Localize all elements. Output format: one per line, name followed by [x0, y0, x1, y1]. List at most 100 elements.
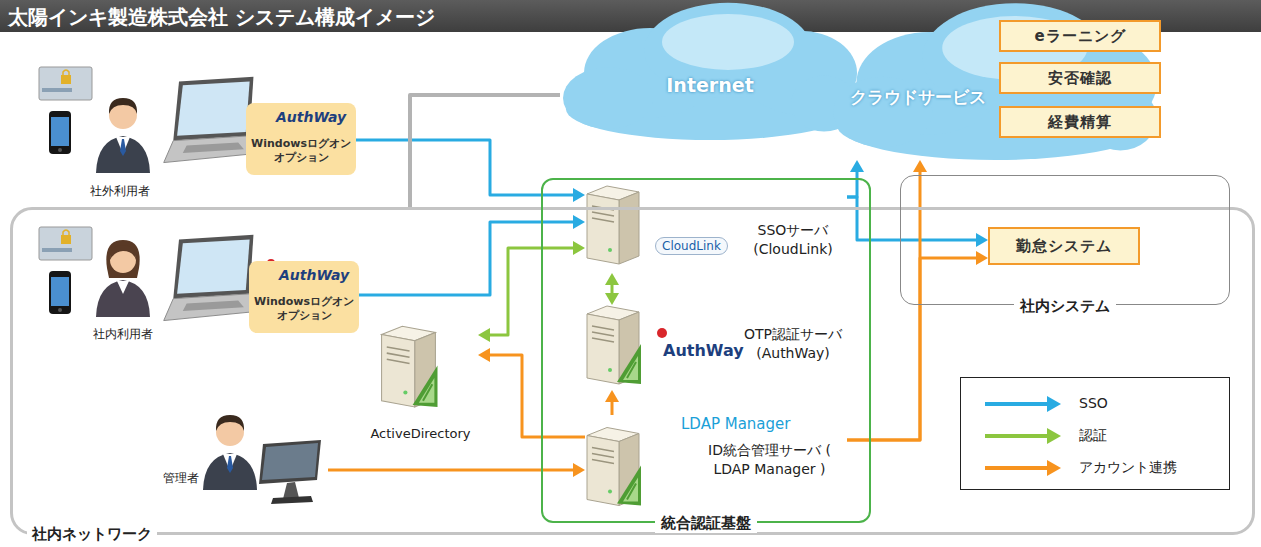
system-group: 社内システム勤怠システム [900, 175, 1230, 305]
node-label: 統合認証基盤 [655, 514, 757, 533]
node-label: eラーニング [1001, 27, 1159, 46]
user-figure: 社外利用者 [75, 85, 165, 200]
node-label: 経費精算 [1001, 113, 1159, 132]
arrow-head [573, 188, 585, 202]
connector-line [410, 95, 560, 207]
arrow-head [976, 233, 988, 247]
otp-card [39, 67, 92, 100]
logo-text: AuthWay [279, 267, 349, 283]
legend-swatch [983, 426, 1063, 446]
server-icon [587, 186, 639, 264]
service-box: 経費精算 [999, 106, 1161, 138]
connector-line [488, 355, 585, 437]
logo-dot [657, 328, 667, 338]
node-label: 社外利用者 [65, 183, 175, 200]
node-label: OTP認証サーバ (AuthWay) [741, 325, 845, 363]
connector [359, 215, 585, 295]
logo-text: AuthWay [663, 341, 744, 360]
connector-line [611, 400, 614, 415]
arrow-head [605, 273, 619, 285]
cloud-highlight [662, 14, 794, 70]
logo-text: LDAP Manager [681, 415, 790, 433]
legend-label: 認証 [1079, 427, 1107, 445]
cloud: Internet [560, 0, 860, 140]
logo-text: CloudLink [655, 237, 728, 255]
arrow-head [478, 328, 490, 342]
legend-box: SSO 認証アカウント連携 [960, 377, 1230, 490]
connector-line [328, 469, 575, 472]
smartphone [49, 111, 71, 154]
monitor [259, 440, 321, 504]
legend-label: アカウント連携 [1079, 459, 1177, 477]
arrow-head [573, 241, 585, 255]
node-label: 社内利用者 [68, 326, 178, 343]
auth-option-box: AuthWayWindowsログオン オプション [249, 261, 359, 333]
auth-option-box: AuthWayWindowsログオン オプション [246, 103, 356, 175]
service-box: 勤怠システム [988, 227, 1140, 265]
connector-line [847, 258, 978, 440]
arrow-head [605, 293, 619, 305]
connector-line [847, 170, 920, 440]
person-icon [96, 240, 150, 317]
service-box: eラーニング [999, 20, 1161, 52]
connector [605, 390, 619, 415]
legend-swatch [983, 458, 1063, 478]
connector [847, 197, 988, 247]
legend-arrow-head [1047, 428, 1061, 444]
connector [478, 241, 585, 342]
connector [356, 140, 585, 202]
node-label: 社内システム [1014, 297, 1116, 316]
arrow-head [573, 463, 585, 477]
person-icon [96, 98, 150, 173]
server-icon [587, 428, 641, 506]
legend-line [985, 434, 1049, 438]
diagram-title: 太陽インキ製造株式会社 システム構成イメージ [8, 4, 435, 31]
legend-row: 認証 [961, 424, 1229, 448]
directory-server: ActiveDirectory [363, 321, 478, 441]
node-label: SSOサーバ (CloudLink) [741, 221, 845, 259]
node-label: 勤怠システム [990, 237, 1138, 256]
arrow-head [976, 251, 988, 265]
node-label: クラウドサービス [850, 86, 986, 109]
node-label: ActiveDirectory [353, 426, 488, 441]
user-figure: 社内利用者 [78, 231, 168, 343]
smartphone [49, 271, 71, 314]
node-label: ID統合管理サーバ ( LDAP Manager ) [697, 441, 842, 479]
admin-figure: 管理者 [163, 408, 328, 508]
node-label: 管理者 [163, 470, 199, 487]
legend-arrow-head [1047, 396, 1061, 412]
arrow-head [605, 390, 619, 402]
node-label: 安否確認 [1001, 69, 1159, 88]
arrow-head [573, 215, 585, 229]
logo-text: AuthWay [276, 109, 346, 125]
node-label: Windowsログオン オプション [246, 137, 356, 165]
legend-label: SSO [1079, 395, 1108, 411]
service-box: 安否確認 [999, 62, 1161, 94]
node-label: Internet [560, 74, 860, 96]
connector-line [488, 248, 575, 335]
server-node: AuthWayOTP認証サーバ (AuthWay) [585, 305, 847, 390]
connector-line [847, 170, 857, 197]
node-label: Windowsログオン オプション [249, 295, 359, 323]
legend-arrow-head [1047, 460, 1061, 476]
connector [847, 160, 927, 440]
server-node: LDAP ManagerID統合管理サーバ ( LDAP Manager ) [585, 415, 847, 520]
legend-line [985, 402, 1049, 406]
cloud-shape [560, 0, 860, 140]
person-icon [203, 415, 257, 490]
connector [605, 273, 619, 305]
legend-row: アカウント連携 [961, 456, 1229, 480]
connector-line [847, 197, 978, 240]
laptop [164, 235, 261, 321]
legend-line [985, 466, 1049, 470]
connector [328, 463, 585, 477]
legend-swatch [983, 394, 1063, 414]
legend-row: SSO [961, 392, 1229, 416]
connector [478, 348, 585, 437]
cloud-lobe [563, 67, 653, 129]
node-label: 社内ネットワーク [27, 525, 157, 544]
platform-group: 統合認証基盤CloudLinkSSOサーバ (CloudLink)AuthWay… [541, 178, 871, 523]
server-node: CloudLink SSOサーバ (CloudLink) [585, 185, 847, 273]
arrow-head [913, 160, 927, 172]
arrow-head [478, 348, 490, 362]
